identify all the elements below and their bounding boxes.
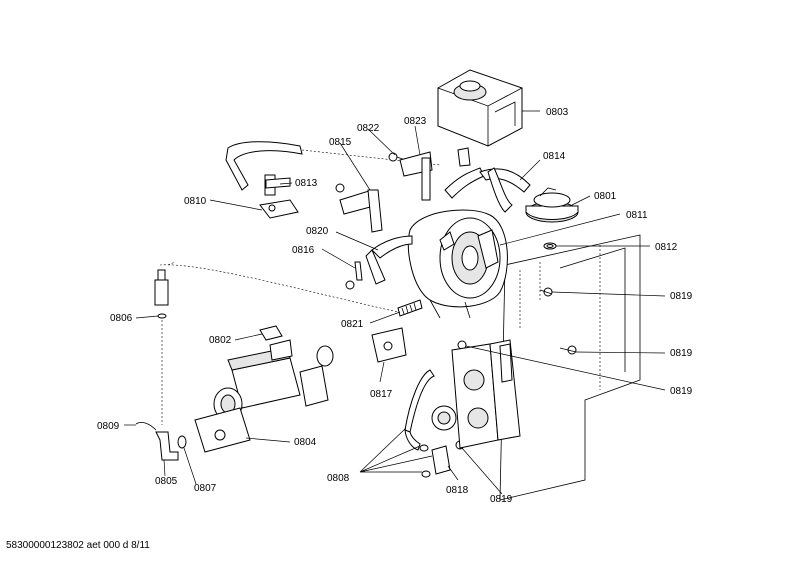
label-0820: 0820: [306, 226, 329, 237]
part-0810-bracket: [259, 199, 299, 219]
label-0815: 0815: [329, 137, 352, 148]
label-0813: 0813: [295, 178, 318, 189]
part-0816-screw: [345, 261, 363, 290]
leader-lines: [124, 110, 666, 495]
part-0809-pin: [135, 422, 157, 431]
part-0804-bracket: [194, 345, 334, 453]
drawing-reference: 58300000123802 aet 000 d 8/11: [6, 540, 150, 551]
part-0820-hose: [365, 235, 413, 285]
part-0823-clamp: [399, 151, 433, 201]
label-0806: 0806: [110, 313, 133, 324]
part-0801-sensor: [525, 187, 579, 223]
part-0818-valve-block: [431, 339, 521, 475]
label-0819-a: 0819: [670, 291, 693, 302]
label-0807: 0807: [194, 483, 217, 494]
label-0819-d: 0819: [490, 494, 513, 505]
part-0805-elbow: [155, 431, 179, 461]
part-0802-pump: [213, 325, 301, 421]
part-0821-spring: [159, 264, 423, 317]
housing-frame: [499, 234, 641, 501]
label-0802: 0802: [209, 335, 232, 346]
label-0801: 0801: [594, 191, 617, 202]
part-0811-boiler: [407, 209, 508, 319]
label-0814: 0814: [543, 151, 566, 162]
hose-0810: [225, 141, 441, 191]
label-0818: 0818: [446, 485, 469, 496]
label-0823: 0823: [404, 116, 427, 127]
part-0817-clip: [371, 327, 407, 363]
label-0810: 0810: [184, 196, 207, 207]
label-0822: 0822: [357, 123, 380, 134]
label-0817: 0817: [370, 389, 393, 400]
part-0808-pipe: [404, 369, 435, 478]
hose-0814: [444, 147, 531, 213]
part-0807-oring: [177, 435, 187, 449]
label-0821: 0821: [341, 319, 364, 330]
label-0809: 0809: [97, 421, 120, 432]
label-0816: 0816: [292, 245, 315, 256]
part-labels: 0803 0823 0822 0815 0814 0813 0810 0801 …: [97, 107, 693, 505]
label-0808: 0808: [327, 473, 350, 484]
part-0803-cover: [437, 69, 523, 147]
label-0819-c: 0819: [670, 386, 693, 397]
label-0804: 0804: [294, 437, 317, 448]
label-0803: 0803: [546, 107, 569, 118]
label-0805: 0805: [155, 476, 178, 487]
label-0811: 0811: [626, 210, 648, 221]
label-0812: 0812: [655, 242, 678, 253]
label-0819-b: 0819: [670, 348, 693, 359]
part-0815-clamp: [335, 183, 383, 233]
part-0812-ring: [543, 242, 557, 250]
part-0813-elbow: [264, 174, 291, 196]
part-0806-valve: [154, 261, 176, 425]
